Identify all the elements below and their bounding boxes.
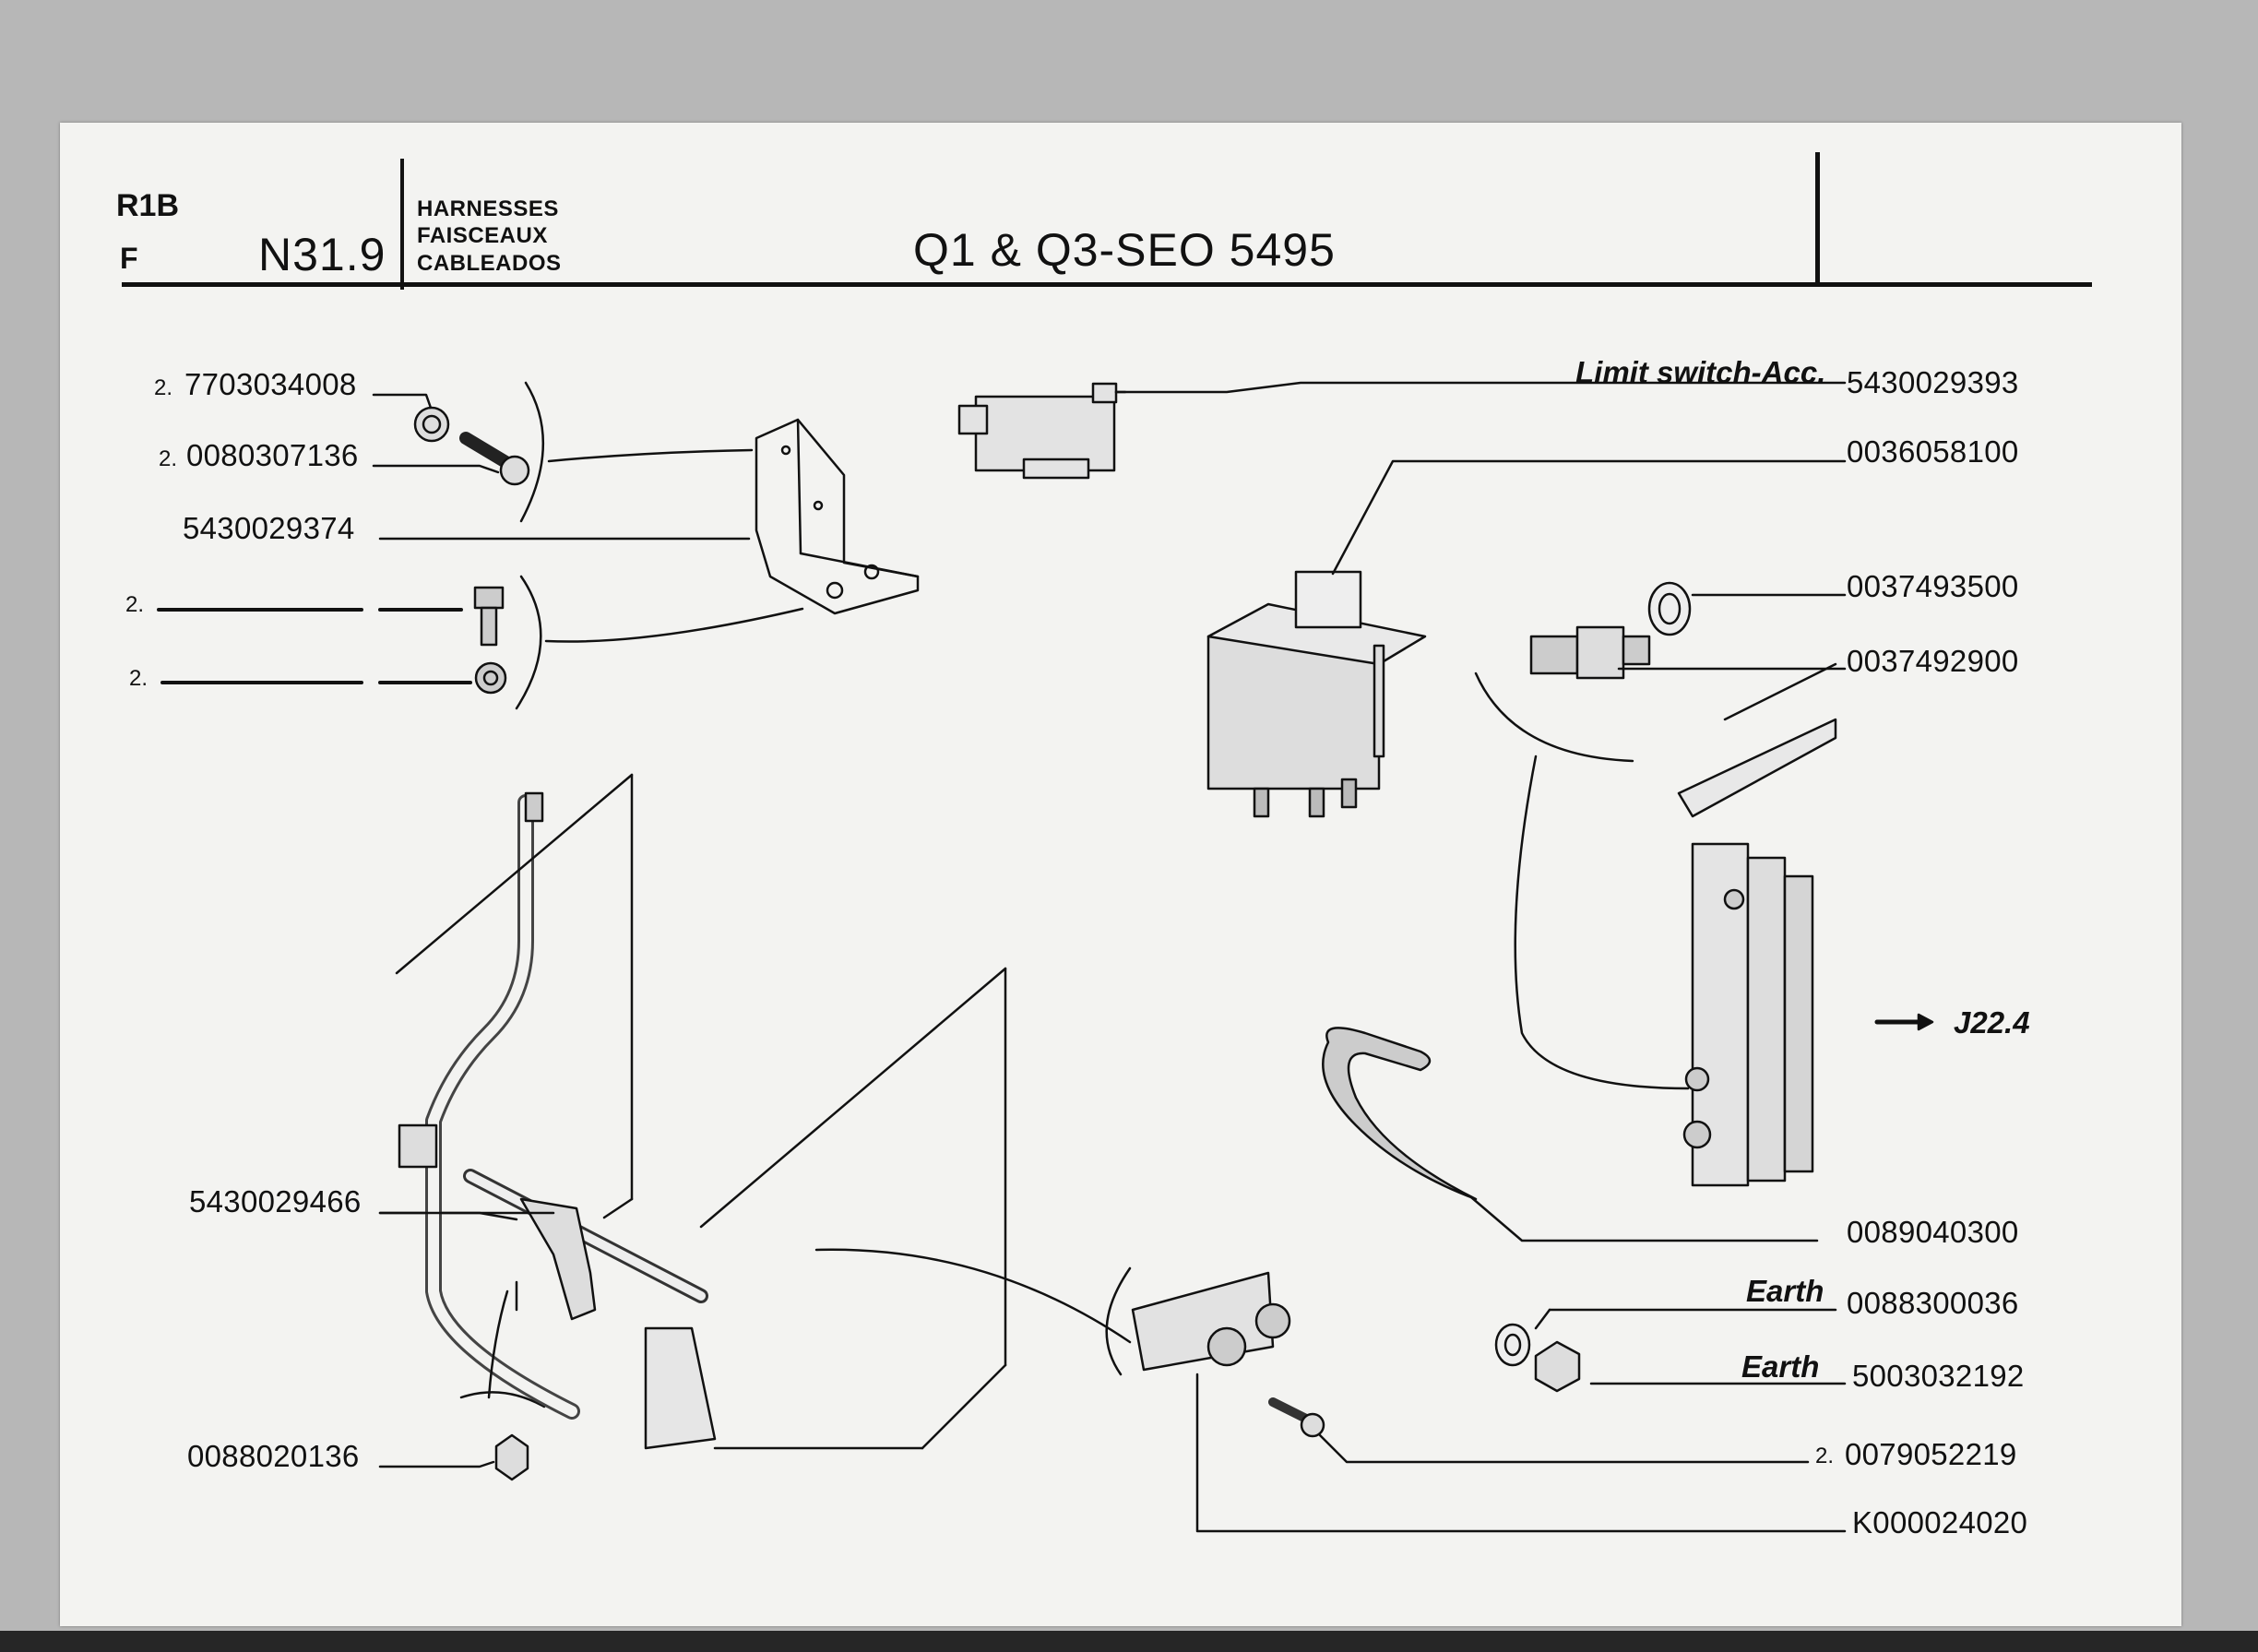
part-number-bracket: 5430029374 — [183, 511, 355, 545]
header-divider-right — [1815, 152, 1820, 283]
part-number-earth-washer: 0088300036 — [1847, 1286, 2019, 1320]
part-number-pressure-switch: 0037492900 — [1847, 644, 2019, 678]
page-reference: N31.9 — [258, 229, 386, 280]
section-title-fr: FAISCEAUX — [417, 223, 548, 248]
part-description-limit-switch: Limit switch-Acc. — [1575, 355, 1826, 389]
part-number-nut: 7703034008 — [184, 367, 357, 401]
part-number-bolt: 0080307136 — [186, 438, 359, 472]
part-number-pedal-switch: 5430029466 — [189, 1184, 362, 1218]
cross-reference[interactable]: J22.4 — [1954, 1005, 2030, 1040]
drawing-sheet — [60, 123, 2181, 1626]
part-number-screw: 0079052219 — [1845, 1437, 2017, 1471]
quantity-label: 2. — [159, 446, 178, 471]
part-number-connector: K000024020 — [1852, 1505, 2028, 1539]
quantity-label: 2. — [125, 592, 145, 617]
header-divider-left — [400, 159, 404, 290]
part-number-washer: 0037493500 — [1847, 569, 2019, 603]
scan-border — [0, 1631, 2258, 1652]
model-code: R1B — [116, 188, 180, 223]
quantity-label: 2. — [1815, 1444, 1835, 1468]
language-code: F — [120, 242, 138, 275]
part-description-earth: Earth — [1746, 1274, 1824, 1308]
part-number-cable-clip: 0089040300 — [1847, 1215, 2019, 1249]
part-number-earth-nut: 5003032192 — [1852, 1359, 2025, 1393]
part-number-limit-switch: 5430029393 — [1847, 365, 2019, 399]
part-description-earth: Earth — [1741, 1349, 1820, 1384]
quantity-label: 2. — [154, 375, 173, 400]
page-title: Q1 & Q3-SEO 5495 — [913, 224, 1336, 276]
quantity-label: 2. — [129, 666, 149, 691]
part-number-relay: 0036058100 — [1847, 434, 2019, 469]
section-title-es: CABLEADOS — [417, 251, 562, 276]
header-rule — [122, 282, 2092, 287]
part-number-pedal-nut: 0088020136 — [187, 1439, 360, 1473]
section-title-en: HARNESSES — [417, 196, 559, 221]
